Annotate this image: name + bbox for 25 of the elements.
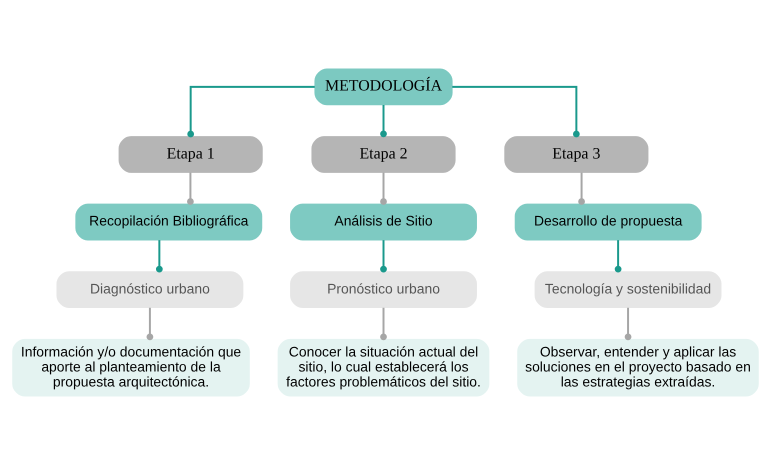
node-box: Pronóstico urbano xyxy=(290,271,477,308)
connector xyxy=(380,240,387,272)
node-box: Desarrollo de propuesta xyxy=(514,204,702,240)
connector xyxy=(380,308,387,340)
node-box: Recopilación Bibliográfica xyxy=(75,204,262,240)
connector xyxy=(187,86,315,138)
node-box: METODOLOGÍA xyxy=(314,68,453,106)
node-box: Diagnóstico urbano xyxy=(56,271,244,308)
connector xyxy=(187,172,194,205)
node-box: Conocer la situación actual del sitio, lo cual establecerá los factores problemáticos del sitio. xyxy=(278,338,490,397)
node-box: Análisis de Sitio xyxy=(290,204,477,240)
connector xyxy=(452,86,580,138)
connector xyxy=(578,172,585,205)
node-box: Etapa 1 xyxy=(118,136,263,173)
connector xyxy=(156,240,163,272)
connector xyxy=(380,172,387,205)
node-box: Etapa 3 xyxy=(504,136,648,173)
connector xyxy=(614,240,622,272)
connector xyxy=(624,308,632,340)
node-box: Información y/o documentación que aporte al planteamiento de la propuesta arquitectónica. xyxy=(12,338,250,397)
connector xyxy=(380,104,387,138)
node-box: Tecnología y sostenibilidad xyxy=(534,271,722,308)
connector xyxy=(146,308,154,340)
node-box: Observar, entender y aplicar las soluciones en el proyecto basado en las estrategias extraídas. xyxy=(517,338,759,397)
node-box: Etapa 2 xyxy=(311,136,456,173)
